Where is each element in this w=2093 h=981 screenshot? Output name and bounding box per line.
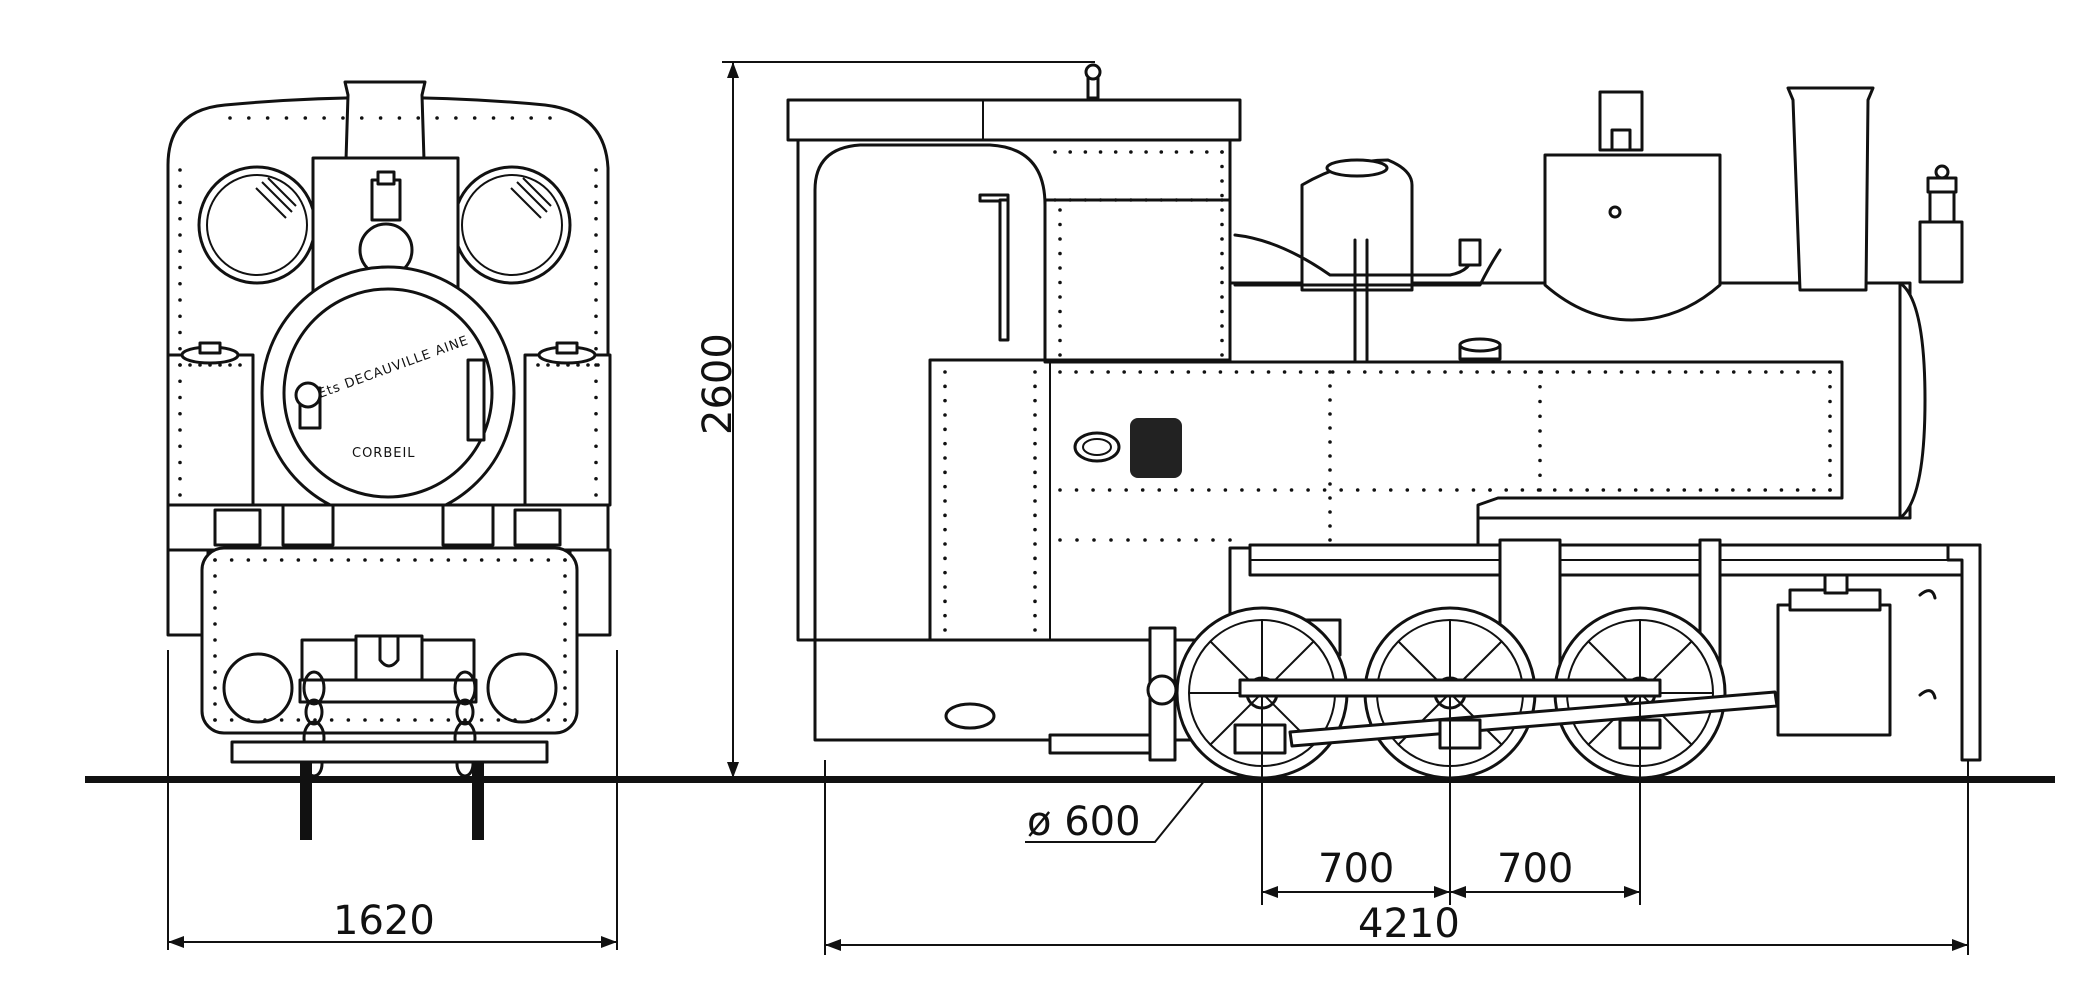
width-label: 1620: [333, 898, 435, 944]
dimension-labels: 2600 1620 4210 700 700 ø 600: [333, 333, 1573, 947]
builder-plate-square: [1130, 418, 1182, 478]
rivets: [178, 116, 1832, 722]
front-view: Ets DECAUVILLE AINE CORBEIL: [166, 80, 612, 840]
length-label: 4210: [1358, 901, 1460, 947]
coupling-rod: [1238, 678, 1662, 698]
front-buffer-left: [222, 652, 294, 724]
front-smokebox: Ets DECAUVILLE AINE CORBEIL: [260, 265, 516, 521]
wheelbase-label-1: 700: [1318, 846, 1394, 892]
front-buffer-right: [486, 652, 558, 724]
cab-roof: [786, 98, 1242, 142]
rail-ground-line: [85, 776, 2055, 783]
smokebox-plate-line2: CORBEIL: [352, 446, 416, 461]
side-headlamp: [1918, 164, 1964, 284]
wheel-diameter-label: ø 600: [1027, 799, 1141, 845]
builder-plate-oval: [1073, 431, 1121, 463]
height-label: 2600: [695, 333, 741, 435]
cylinder: [1776, 603, 1892, 737]
steam-dome: [1300, 158, 1414, 292]
side-view: [786, 63, 1982, 780]
connecting-rod: [1288, 690, 1779, 748]
front-headlamp: [358, 170, 414, 278]
dimension-lines: [167, 61, 1969, 955]
wheelbase-label-2: 700: [1497, 846, 1573, 892]
side-chimney: [1786, 86, 1875, 292]
sand-dome: [1543, 153, 1722, 322]
